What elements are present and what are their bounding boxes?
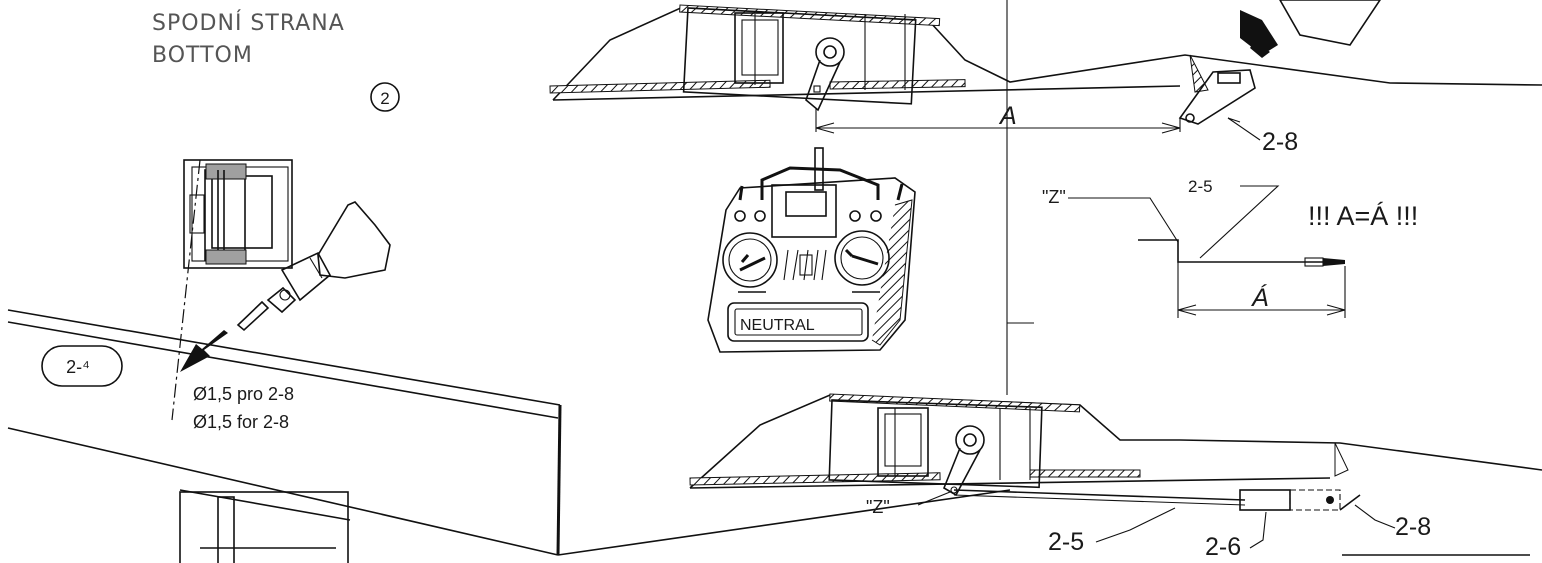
drill-hand bbox=[236, 201, 391, 332]
dimension-a-line bbox=[815, 108, 1181, 134]
pushrod-label-detail: 2-5 bbox=[1188, 177, 1213, 196]
servo-top bbox=[682, 7, 917, 105]
svg-text:2-⁴: 2-⁴ bbox=[66, 357, 90, 377]
z-bend-label-detail: "Z" bbox=[1042, 187, 1066, 207]
step-number-badge: 2 bbox=[370, 82, 400, 112]
center-divider bbox=[1006, 0, 1034, 395]
dimension-a-prime-label: Á bbox=[1250, 283, 1269, 312]
z-bend-label-bottom: "Z" bbox=[866, 497, 890, 517]
bottom-side-title-en: BOTTOM bbox=[152, 43, 253, 68]
equal-length-rule: !!! A=Á !!! bbox=[1308, 201, 1418, 231]
drill-note-cz: Ø1,5 pro 2-8 bbox=[193, 384, 294, 404]
part-callout-2-4: 2-⁴ bbox=[41, 345, 123, 387]
servo-arm-top bbox=[805, 37, 845, 112]
bottom-side-title-cz: SPODNÍ STRANA bbox=[152, 10, 345, 36]
horn-leader-top bbox=[1227, 117, 1261, 141]
servo-arm-bottom bbox=[943, 425, 985, 497]
servo-bay-top-view bbox=[171, 159, 293, 421]
screwdriver-hand bbox=[1240, 0, 1381, 58]
horn-label-bottom: 2-8 bbox=[1395, 513, 1431, 541]
z-bend-leader-bottom bbox=[917, 491, 951, 506]
assembled-pushrod bbox=[953, 489, 1361, 511]
transmitter-icon bbox=[707, 147, 916, 353]
transmitter-display-label: NEUTRAL bbox=[740, 317, 815, 334]
pushrod-label-bottom: 2-5 bbox=[1048, 528, 1084, 556]
horn-label-top: 2-8 bbox=[1262, 128, 1298, 156]
pushrod-leader-bottom bbox=[1095, 507, 1176, 543]
pushrod-detail bbox=[1068, 185, 1346, 318]
tube-label-bottom: 2-6 bbox=[1205, 533, 1241, 561]
wing-section-top bbox=[549, 4, 1542, 101]
tube-leader-bottom bbox=[1249, 511, 1267, 549]
bottom-left-fixture bbox=[179, 491, 349, 563]
servo-bottom bbox=[828, 399, 1043, 489]
dimension-a-label: A bbox=[998, 102, 1017, 130]
horn-leader-bottom bbox=[1354, 504, 1396, 529]
drill-note-en: Ø1,5 for 2-8 bbox=[193, 412, 289, 432]
drill-direction-arrow-icon bbox=[180, 330, 228, 372]
svg-text:2: 2 bbox=[380, 89, 389, 108]
wing-edge bbox=[7, 309, 1011, 556]
aileron-horn-top bbox=[1178, 69, 1256, 125]
